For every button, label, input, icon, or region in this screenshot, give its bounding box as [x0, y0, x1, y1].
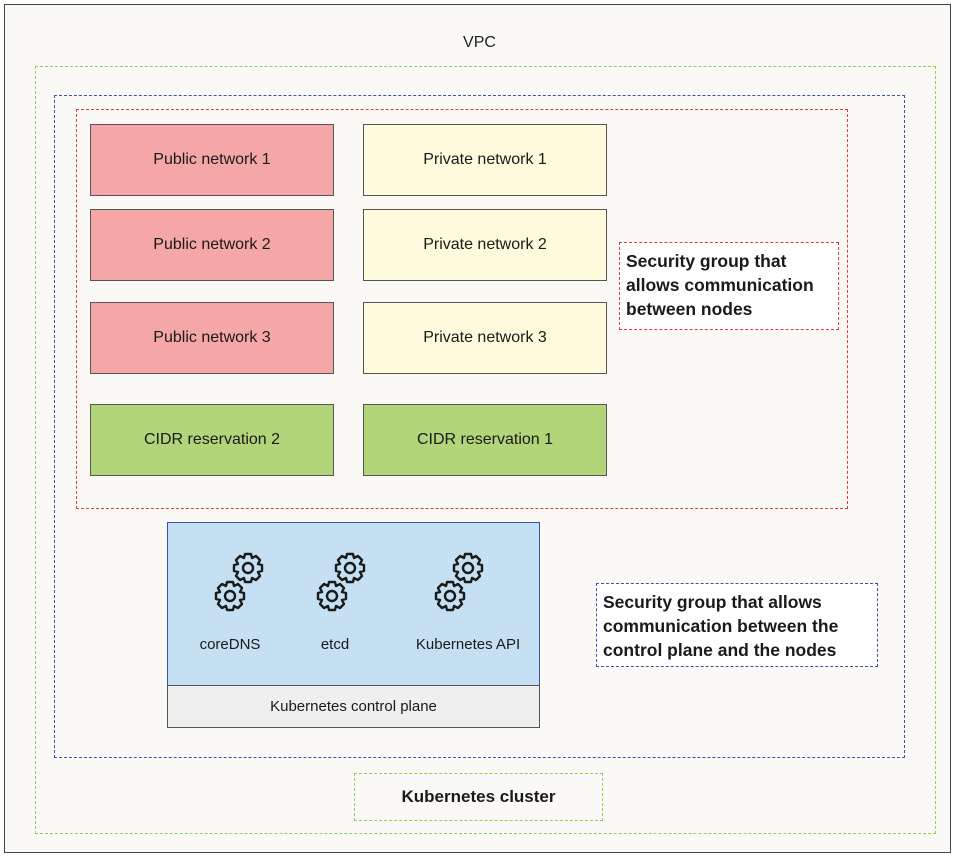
gears-icon	[316, 552, 366, 612]
kubernetes-cluster-label: Kubernetes cluster	[354, 773, 603, 821]
public-network-2: Public network 2	[90, 209, 334, 281]
note-line: control plane and the nodes	[603, 640, 837, 660]
private-network-2: Private network 2	[363, 209, 607, 281]
kubernetes-api-label: Kubernetes API	[415, 636, 521, 653]
gears-icon	[434, 552, 484, 612]
private-network-3: Private network 3	[363, 302, 607, 374]
public-network-1: Public network 1	[90, 124, 334, 196]
kubernetes-cluster-boundary	[54, 95, 905, 758]
note-line: between nodes	[626, 299, 753, 319]
control-plane-security-group-note: Security group that allows communication…	[596, 583, 878, 667]
node-security-group-note: Security group that allows communication…	[619, 242, 839, 330]
public-network-3: Public network 3	[90, 302, 334, 374]
vpc-label: VPC	[463, 34, 496, 51]
note-line: Security group that	[626, 251, 787, 271]
gears-icon	[214, 552, 264, 612]
cidr-reservation-1: CIDR reservation 1	[363, 404, 607, 476]
control-plane-label: Kubernetes control plane	[167, 685, 540, 728]
note-line: communication between the	[603, 616, 839, 636]
cidr-reservation-2: CIDR reservation 2	[90, 404, 334, 476]
coredns-label: coreDNS	[199, 636, 261, 653]
note-line: Security group that allows	[603, 592, 822, 612]
private-network-1: Private network 1	[363, 124, 607, 196]
note-line: allows communication	[626, 275, 814, 295]
vpc-boundary	[35, 66, 936, 834]
etcd-label: etcd	[320, 636, 350, 653]
node-security-group-boundary	[76, 109, 848, 509]
control-plane-components-panel	[167, 522, 540, 685]
